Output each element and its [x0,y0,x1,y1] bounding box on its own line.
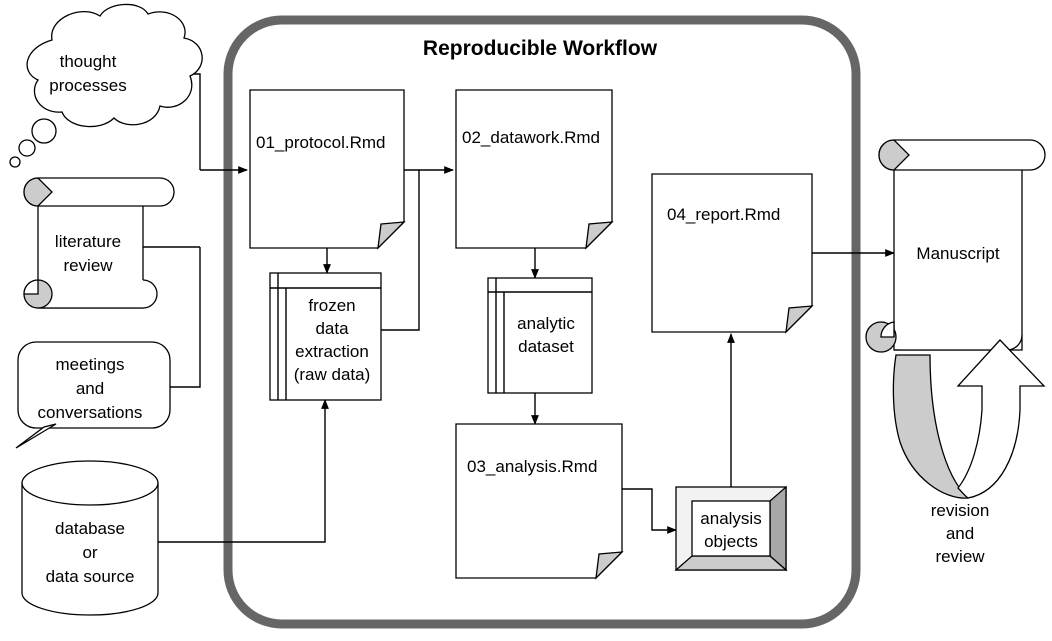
analysis-objects-bevel-bottom [674,555,788,571]
input-database-source: database or data source [21,460,159,616]
analysis-label: 03_analysis.Rmd [467,457,597,476]
input-meetings-conversations: meetings and conversations [15,341,171,449]
analysis-objects-inner [691,500,771,557]
meetings-bubble-body [17,341,171,429]
input-thought-processes: thought processes [9,3,203,168]
literature-label-line-2: review [63,256,113,275]
report-label: 04_report.Rmd [667,205,780,224]
literature-scroll-top-knob [23,177,53,207]
input-literature-review: literature review [23,177,175,309]
database-label-line-2: or [82,543,97,562]
meetings-label-line-1: meetings [56,355,125,374]
thought-label-line-1: thought [60,52,117,71]
protocol-label: 01_protocol.Rmd [256,133,385,152]
analytic-label-line-2: dataset [518,337,574,356]
literature-label-line-1: literature [55,232,121,251]
script-02-datawork: 02_datawork.Rmd [455,89,614,250]
datawork-label: 02_datawork.Rmd [462,128,600,147]
meetings-label-line-3: conversations [38,403,143,422]
frozen-store-shape [269,272,382,401]
reproducible-workflow-container [223,15,861,629]
analysis-doc-shape [455,423,623,579]
revision-loop-arrow-arm [956,339,1046,499]
script-01-protocol: 01_protocol.Rmd [249,89,406,250]
thought-label-line-2: processes [49,76,126,95]
revision-label-line-3: review [935,547,985,566]
datastore-frozen-data: frozen data extraction (raw data) [269,272,382,401]
object-analysis-objects: analysis objects [674,485,788,572]
script-04-report: 04_report.Rmd [651,173,814,334]
protocol-doc-fold [377,221,406,250]
script-03-analysis: 03_analysis.Rmd [455,423,624,580]
frozen-label-line-3: extraction [295,342,369,361]
report-doc-shape [651,173,813,333]
manuscript-label: Manuscript [916,244,999,263]
frozen-label-line-1: frozen [308,296,355,315]
database-cylinder-body [21,482,159,616]
report-doc-fold [785,305,814,334]
revision-label-line-2: and [946,524,974,543]
thought-bubble-large [31,118,57,144]
analytic-store-shape [487,277,593,394]
connector-meetings-to-bus [170,247,201,388]
datawork-doc-fold [585,221,614,250]
frozen-label-line-4: (raw data) [294,365,371,384]
analysis-doc-fold [595,551,624,580]
analysis-objects-label-line-2: objects [704,532,758,551]
revision-review-loop: revision and review [892,339,1046,566]
manuscript-top-knob [878,139,910,171]
thought-cloud-shape [26,3,203,128]
thought-bubble-small [9,156,21,168]
datastore-analytic-dataset: analytic dataset [487,277,593,394]
manuscript-bottom-notch [880,321,895,338]
frozen-label-line-2: data [315,319,349,338]
analysis-objects-label-line-1: analysis [700,509,761,528]
database-label-line-1: database [55,519,125,538]
literature-scroll-bottom-notch [23,279,39,295]
page-title: Reproducible Workflow [423,37,658,60]
meetings-bubble-tail [15,423,57,449]
thought-bubble-medium [18,139,36,157]
revision-loop-gray-arm [892,354,970,499]
literature-scroll-bottom-roll [38,279,158,309]
revision-label-line-1: revision [931,501,990,520]
analytic-label-line-1: analytic [517,314,575,333]
database-label-line-3: data source [46,567,135,586]
connector-frozen-to-datawork [381,170,420,331]
output-manuscript: Manuscript [865,139,1046,353]
connector-database-to-frozen [158,399,329,543]
database-cylinder-top [21,460,159,506]
connector-analysis-to-objects [622,488,677,534]
meetings-label-line-2: and [76,379,104,398]
